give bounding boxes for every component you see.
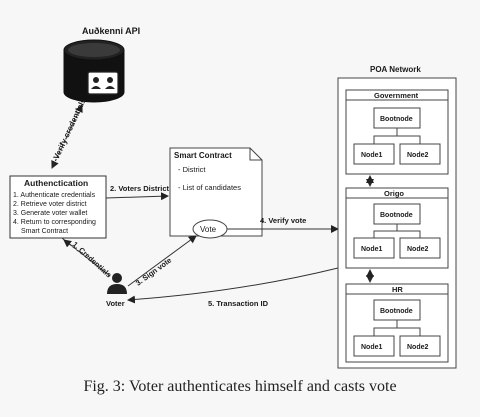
node2-origo — [399, 237, 441, 259]
group-title-government: Government — [374, 91, 419, 100]
node1-government — [353, 143, 395, 165]
node2-label: Node2 — [407, 344, 429, 351]
edge-sign-vote — [127, 235, 197, 287]
group-hr: HR Bootnode Node1 Node2 — [345, 283, 449, 363]
smart-contract-item-candidates: - List of candidates — [178, 183, 241, 192]
group-title-hr: HR — [392, 285, 403, 294]
edge-transaction-id — [127, 267, 339, 304]
authentication-title: Authenctication — [24, 178, 88, 188]
smart-contract-item-district: - District — [178, 165, 206, 174]
voter-label: Voter — [106, 299, 125, 308]
api-title: Auðkenni API — [82, 26, 140, 36]
label-verify-credentials: Verify credentials — [52, 96, 88, 160]
vote-label: Vote — [200, 225, 217, 234]
figure-caption: Fig. 3: Voter authenticates himself and … — [83, 378, 397, 395]
label-verify-vote: 4. Verify vote — [260, 216, 306, 225]
node2-hr — [399, 335, 441, 357]
auth-step-1: 1. Authenticate credentials — [13, 192, 96, 199]
bootnode-label: Bootnode — [380, 116, 413, 123]
authentication-box — [9, 175, 107, 239]
node1-label: Node1 — [361, 152, 383, 159]
bootnode-label: Bootnode — [380, 212, 413, 219]
id-card-icon — [87, 71, 119, 95]
voter-icon — [107, 273, 127, 294]
auth-step-2: 2. Retrieve voter district — [13, 201, 87, 208]
node1-hr — [353, 335, 395, 357]
bootnode-label: Bootnode — [380, 308, 413, 315]
group-government: Government Bootnode Node1 Node2 — [345, 89, 449, 175]
smart-contract-box — [169, 147, 263, 237]
edge-voters-district — [105, 192, 169, 201]
node2-government — [399, 143, 441, 165]
node1-label: Node1 — [361, 246, 383, 253]
group-title-origo: Origo — [384, 189, 404, 198]
auth-step-4: 4. Return to corresponding — [13, 219, 96, 226]
node2-label: Node2 — [407, 246, 429, 253]
group-origo: Origo Bootnode Node1 Node2 — [345, 187, 449, 269]
label-credentials: 1. Credentials — [71, 240, 114, 280]
label-voters-district: 2. Voters District — [110, 184, 170, 193]
page-fold-icon — [249, 148, 262, 161]
auth-step-3: 3. Generate voter wallet — [13, 210, 87, 217]
node1-label: Node1 — [361, 344, 383, 351]
label-sign-vote: 3. Sign vote — [134, 256, 173, 288]
node2-label: Node2 — [407, 152, 429, 159]
network-title: POA Network — [370, 65, 421, 74]
label-transaction-id: 5. Transaction ID — [208, 299, 269, 308]
node1-origo — [353, 237, 395, 259]
smart-contract-title: Smart Contract — [174, 151, 232, 160]
auth-step-5: Smart Contract — [21, 228, 68, 235]
